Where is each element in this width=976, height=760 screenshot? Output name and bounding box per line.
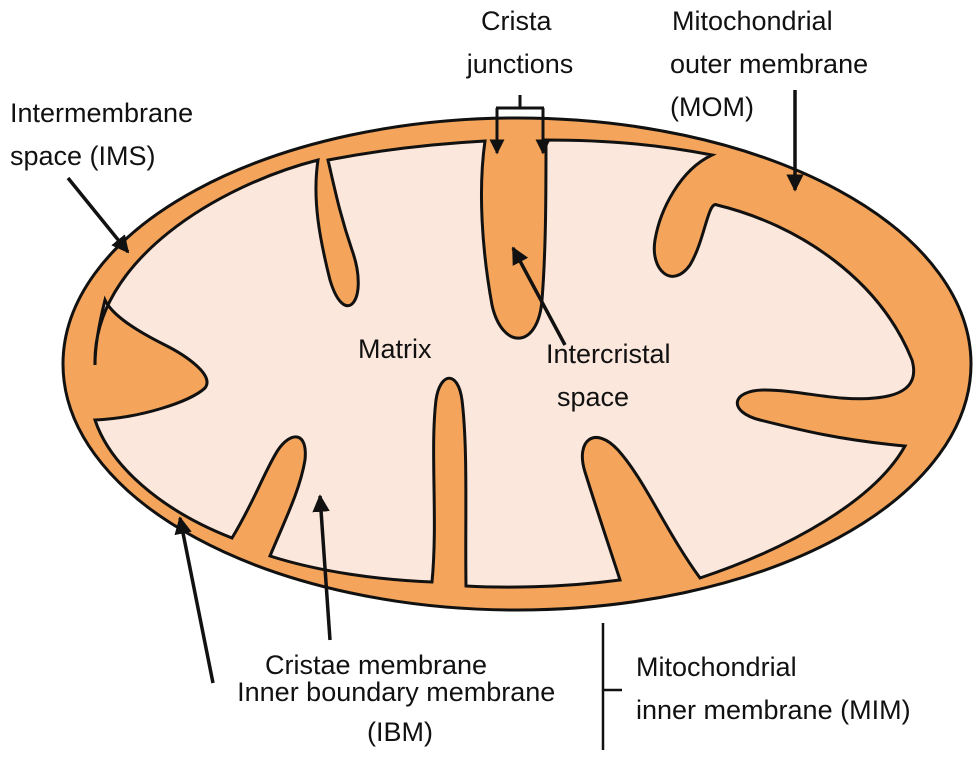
ims-arrow <box>68 178 128 252</box>
crista-junctions-label: Crista junctions <box>466 6 574 79</box>
intermembrane-space-line-2: space (IMS) <box>10 141 156 171</box>
matrix-label: Matrix <box>358 334 432 364</box>
inner-boundary-membrane-label: Inner boundary membrane (IBM) <box>237 677 563 747</box>
intercristal-space-line-2: space <box>557 382 629 412</box>
crista-junctions-line-2: junctions <box>466 49 574 79</box>
outer-membrane-line-1: Mitochondrial <box>672 6 833 36</box>
cristae-membrane-label: Cristae membrane <box>265 650 487 680</box>
inner-membrane-label: Mitochondrial inner membrane (MIM) <box>636 652 911 725</box>
mim-bracket <box>603 623 622 750</box>
inner-boundary-membrane-line-2: (IBM) <box>367 717 433 747</box>
intermembrane-space-label: Intermembrane space (IMS) <box>10 98 201 171</box>
inner-boundary-membrane-line-1: Inner boundary membrane <box>237 677 555 707</box>
intercristal-space-line-1: Intercristal <box>546 339 671 369</box>
outer-membrane-line-3: (MOM) <box>670 92 754 122</box>
crista-junctions-line-1: Crista <box>481 6 552 36</box>
outer-membrane-label: Mitochondrial outer membrane (MOM) <box>670 6 876 122</box>
outer-membrane-line-2: outer membrane <box>670 49 868 79</box>
inner-membrane-line-2: inner membrane (MIM) <box>636 695 911 725</box>
inner-membrane-line-1: Mitochondrial <box>636 652 797 682</box>
intermembrane-space-line-1: Intermembrane <box>10 98 193 128</box>
